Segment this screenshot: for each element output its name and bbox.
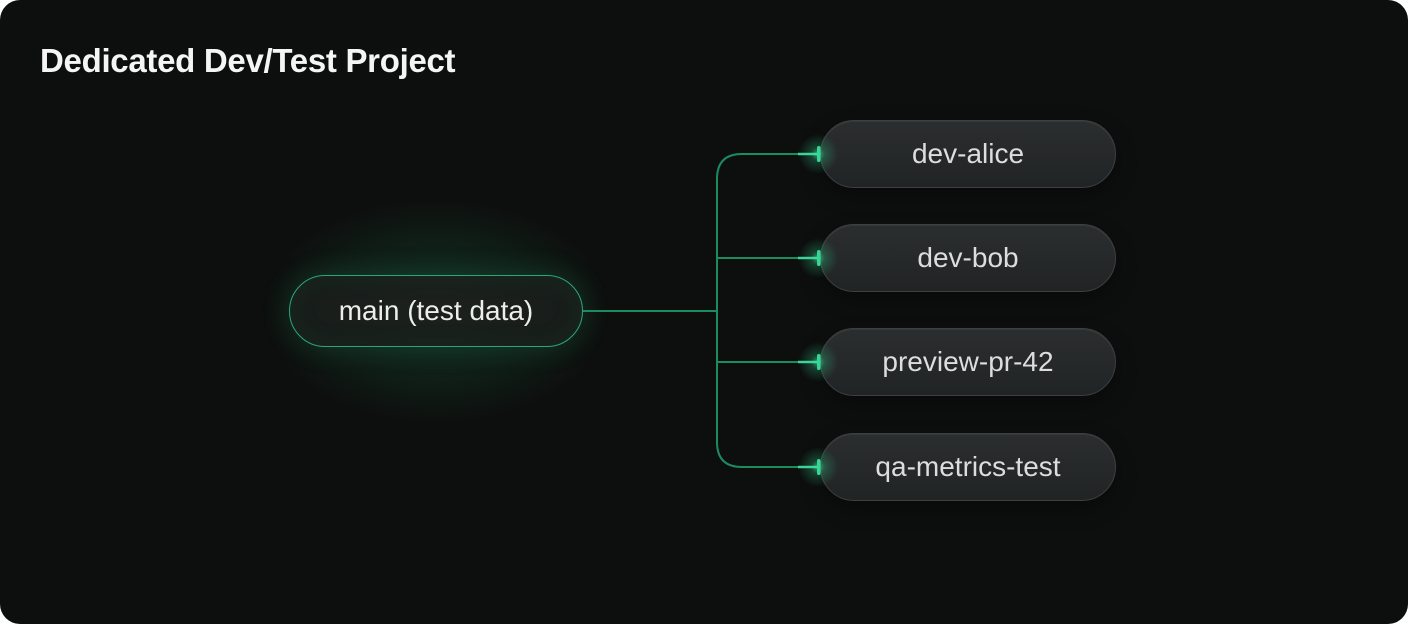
diagram-node-dev-bob-label: dev-bob [917, 242, 1019, 273]
diagram-node-qa-metrics-test: qa-metrics-test [820, 433, 1116, 501]
diagram-node-dev-alice: dev-alice [820, 120, 1116, 188]
diagram-node-preview-pr-42: preview-pr-42 [820, 328, 1116, 396]
diagram-node-preview-pr-42-label: preview-pr-42 [882, 346, 1054, 377]
diagram-node-dev-alice-label: dev-alice [911, 138, 1025, 169]
diagram-node-main: main (test data) [289, 275, 583, 347]
connector-branch-qa-metrics-test [716, 311, 819, 468]
connector-branch-dev-alice [716, 153, 819, 311]
page-title: Dedicated Dev/Test Project [40, 42, 456, 79]
diagram-node-main-label: main (test data) [338, 295, 534, 326]
diagram-node-dev-bob: dev-bob [820, 224, 1116, 292]
diagram-node-qa-metrics-test-label: qa-metrics-test [875, 451, 1061, 482]
